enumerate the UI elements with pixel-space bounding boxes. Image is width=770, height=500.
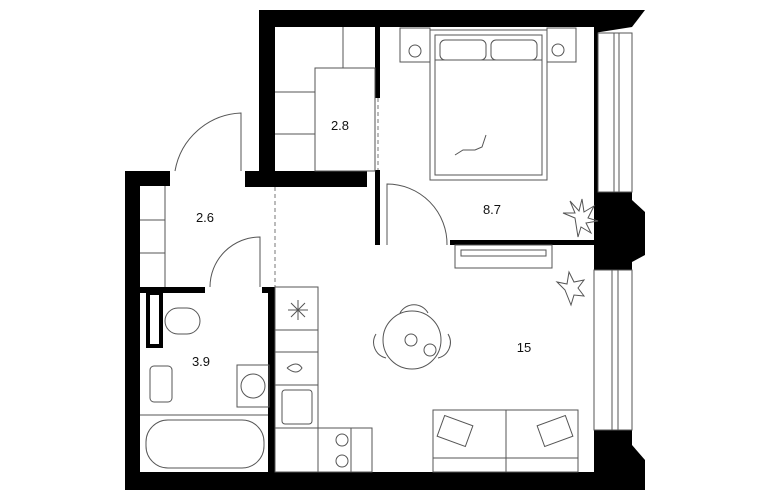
lamp-icon bbox=[551, 43, 565, 57]
bathtub-icon bbox=[145, 419, 265, 469]
burner-icon bbox=[335, 433, 349, 447]
room-area-living-kitchen: 15 bbox=[517, 340, 531, 355]
washing-machine bbox=[236, 364, 270, 408]
washbasin-icon bbox=[149, 365, 173, 403]
room-area-bedroom: 8.7 bbox=[483, 202, 501, 217]
doors[interactable] bbox=[174, 112, 448, 288]
room-area-bathroom: 3.9 bbox=[192, 354, 210, 369]
dining-table bbox=[373, 304, 451, 370]
storage-shelves bbox=[140, 27, 376, 287]
plant-icon bbox=[562, 198, 599, 238]
bed bbox=[399, 27, 577, 181]
toilet-icon bbox=[164, 307, 201, 335]
sink-icon bbox=[281, 389, 313, 425]
burner-icon bbox=[335, 454, 349, 468]
bathroom-fixtures bbox=[140, 307, 270, 469]
plant-icon bbox=[555, 270, 586, 307]
room-area-storage: 2.8 bbox=[331, 118, 349, 133]
windows bbox=[593, 32, 633, 431]
snowflake-icon bbox=[288, 300, 308, 320]
kitchen bbox=[274, 286, 373, 473]
lamp-icon bbox=[408, 44, 422, 58]
tv-stand bbox=[454, 244, 553, 269]
tv bbox=[460, 249, 547, 257]
nightstand bbox=[399, 27, 431, 63]
bedroom-door[interactable] bbox=[386, 183, 448, 246]
sofa bbox=[432, 409, 579, 473]
room-area-hallway: 2.6 bbox=[196, 210, 214, 225]
bathroom-door[interactable] bbox=[209, 236, 261, 288]
cat-icon bbox=[454, 134, 487, 156]
nightstand bbox=[546, 27, 577, 63]
entrance-door[interactable] bbox=[174, 112, 242, 172]
water-drop-icon bbox=[286, 363, 303, 373]
walls bbox=[125, 10, 645, 490]
